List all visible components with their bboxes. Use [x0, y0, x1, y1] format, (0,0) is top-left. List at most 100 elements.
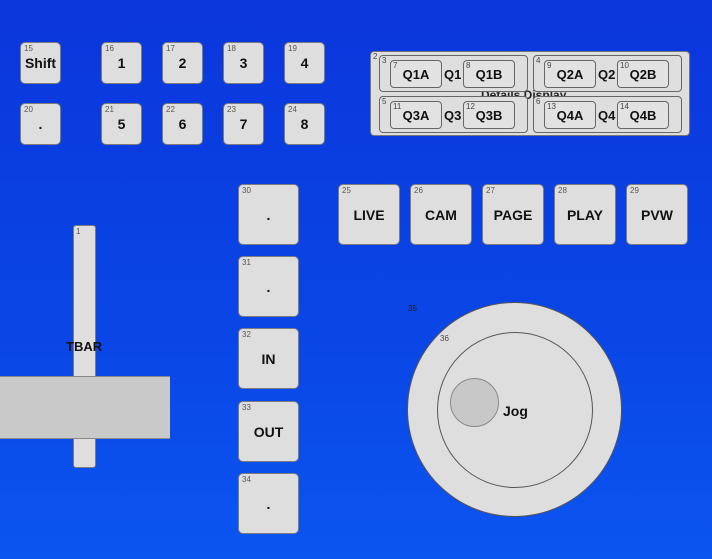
key-7-button[interactable]: 23 7	[223, 103, 264, 145]
button-number: 11	[393, 102, 402, 111]
button-label: 7	[239, 116, 248, 132]
dot-button-34[interactable]: 34 .	[238, 473, 299, 534]
key-1-button[interactable]: 16 1	[101, 42, 142, 84]
group-number: 3	[382, 56, 387, 65]
button-label: Shift	[24, 55, 57, 71]
out-button[interactable]: 33 OUT	[238, 401, 299, 462]
button-label: .	[38, 116, 43, 132]
button-number: 28	[558, 186, 567, 195]
q4a-button[interactable]: 13 Q4A	[544, 101, 596, 129]
button-number: 9	[547, 61, 552, 70]
button-number: 8	[466, 61, 471, 70]
dot-button-30[interactable]: 30 .	[238, 184, 299, 245]
jog-number: 36	[440, 334, 449, 343]
q1-group: 3 7 Q1A Q1 8 Q1B	[379, 55, 528, 92]
group-label: Q1	[444, 67, 462, 82]
button-label: 3	[239, 55, 248, 71]
group-number: 5	[382, 97, 387, 106]
group-label: Q2	[598, 67, 616, 82]
key-4-button[interactable]: 19 4	[284, 42, 325, 84]
panel-number: 2	[373, 52, 378, 61]
button-label: .	[266, 278, 271, 295]
button-label: PVW	[641, 206, 673, 223]
button-label: Q2B	[629, 66, 657, 82]
button-label: .	[266, 206, 271, 223]
button-number: 20	[24, 105, 33, 114]
jog-wheel[interactable]: 36 Jog	[407, 302, 622, 517]
key-6-button[interactable]: 22 6	[162, 103, 203, 145]
button-number: 29	[630, 186, 639, 195]
dot-button-31[interactable]: 31 .	[238, 256, 299, 317]
key-5-button[interactable]: 21 5	[101, 103, 142, 145]
q1b-button[interactable]: 8 Q1B	[463, 60, 515, 88]
q2b-button[interactable]: 10 Q2B	[617, 60, 669, 88]
button-label: .	[266, 495, 271, 512]
button-number: 27	[486, 186, 495, 195]
button-label: Q3A	[402, 107, 430, 123]
button-label: 8	[300, 116, 309, 132]
button-label: 6	[178, 116, 187, 132]
button-label: Q2A	[556, 66, 584, 82]
play-button[interactable]: 28 PLAY	[554, 184, 616, 245]
key-3-button[interactable]: 18 3	[223, 42, 264, 84]
button-number: 17	[166, 44, 175, 53]
pvw-button[interactable]: 29 PVW	[626, 184, 688, 245]
button-label: 2	[178, 55, 187, 71]
button-number: 21	[105, 105, 114, 114]
button-number: 14	[620, 102, 629, 111]
button-label: 5	[117, 116, 126, 132]
q3b-button[interactable]: 12 Q3B	[463, 101, 515, 129]
group-label: Q3	[444, 108, 462, 123]
button-number: 23	[227, 105, 236, 114]
tbar-number: 1	[76, 227, 81, 236]
button-label: Q3B	[475, 107, 503, 123]
button-number: 31	[242, 258, 251, 267]
button-label: PLAY	[566, 206, 604, 223]
button-label: Q1B	[475, 66, 503, 82]
button-number: 15	[24, 44, 33, 53]
button-label: Q4A	[556, 107, 584, 123]
button-number: 24	[288, 105, 297, 114]
button-label: Q4B	[629, 107, 657, 123]
q3a-button[interactable]: 11 Q3A	[390, 101, 442, 129]
button-number: 22	[166, 105, 175, 114]
jog-knob[interactable]	[450, 378, 499, 427]
button-number: 7	[393, 61, 398, 70]
button-label: IN	[261, 350, 276, 367]
q1a-button[interactable]: 7 Q1A	[390, 60, 442, 88]
q2a-button[interactable]: 9 Q2A	[544, 60, 596, 88]
button-number: 34	[242, 475, 251, 484]
jog-label: Jog	[503, 403, 528, 419]
q3-group: 5 11 Q3A Q3 12 Q3B	[379, 96, 528, 133]
details-display-panel: 2 Details Display 3 7 Q1A Q1 8 Q1B 4 9 Q…	[370, 51, 690, 136]
dot-button[interactable]: 20 .	[20, 103, 61, 145]
button-label: 1	[117, 55, 126, 71]
button-number: 19	[288, 44, 297, 53]
jog-inner-ring	[437, 332, 593, 488]
button-number: 12	[466, 102, 475, 111]
key-2-button[interactable]: 17 2	[162, 42, 203, 84]
button-number: 33	[242, 403, 251, 412]
button-label: CAM	[425, 206, 457, 223]
button-label: OUT	[253, 423, 284, 440]
button-number: 32	[242, 330, 251, 339]
group-label: Q4	[598, 108, 616, 123]
tbar-label: TBAR	[66, 339, 103, 354]
in-button[interactable]: 32 IN	[238, 328, 299, 389]
button-label: 4	[300, 55, 309, 71]
cam-button[interactable]: 26 CAM	[410, 184, 472, 245]
live-button[interactable]: 25 LIVE	[338, 184, 400, 245]
button-number: 10	[620, 61, 629, 70]
q2-group: 4 9 Q2A Q2 10 Q2B	[533, 55, 682, 92]
button-number: 16	[105, 44, 114, 53]
jog-area-number: 35	[408, 304, 417, 313]
button-label: LIVE	[353, 206, 385, 223]
button-number: 26	[414, 186, 423, 195]
shift-button[interactable]: 15 Shift	[20, 42, 61, 84]
tbar-handle[interactable]	[0, 376, 170, 439]
button-label: PAGE	[493, 206, 533, 223]
key-8-button[interactable]: 24 8	[284, 103, 325, 145]
button-number: 25	[342, 186, 351, 195]
q4b-button[interactable]: 14 Q4B	[617, 101, 669, 129]
page-button[interactable]: 27 PAGE	[482, 184, 544, 245]
